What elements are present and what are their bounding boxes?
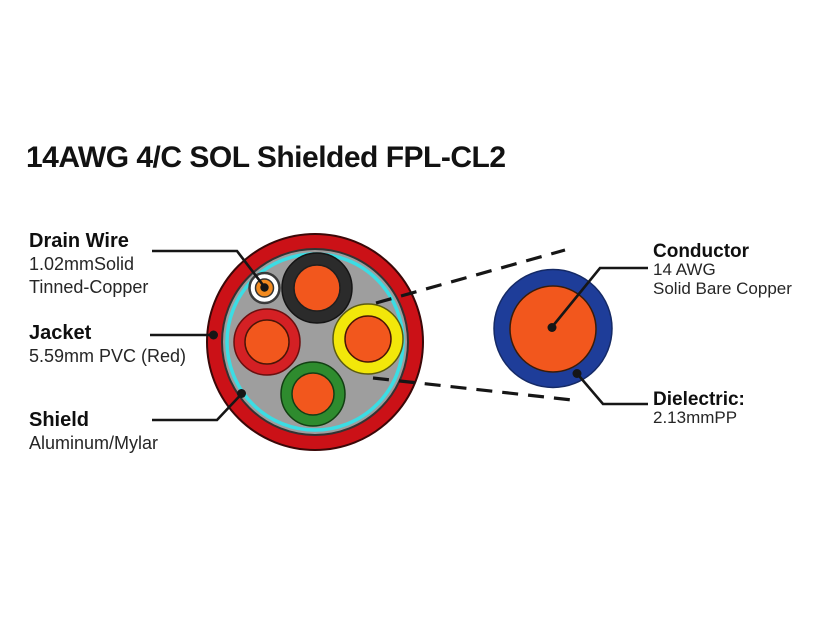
leader-dot-jacket xyxy=(209,330,218,340)
magnification-dashed-lines xyxy=(372,248,573,402)
page-title: 14AWG 4/C SOL Shielded FPL-CL2 xyxy=(26,141,506,174)
leader-drain-wire xyxy=(152,249,266,288)
shield-spec: Aluminum/Mylar xyxy=(29,433,159,453)
callout-shield: Shield Aluminum/Mylar xyxy=(29,409,158,455)
conductor-red xyxy=(233,308,301,376)
cable-cross-section xyxy=(206,233,424,451)
jacket-spec: 5.59mm PVC (Red) xyxy=(29,346,187,366)
callout-drain-wire: Drain Wire 1.02mmSolid Tinned-Copper xyxy=(29,230,148,298)
leader-dot-drain-wire xyxy=(260,283,269,292)
conductor-yellow xyxy=(332,303,404,375)
drain-wire-label: Drain Wire xyxy=(29,230,129,252)
conductor-green xyxy=(280,361,346,427)
conductor-black xyxy=(281,252,353,324)
shield-label: Shield xyxy=(29,409,90,431)
dashed-line-top xyxy=(375,248,566,305)
dashed-line-bottom xyxy=(372,376,573,402)
leader-dot-conductor xyxy=(547,323,557,332)
callout-dielectric: Dielectric: 2.13mmPP xyxy=(653,390,745,428)
callout-jacket: Jacket 5.59mm PVC (Red) xyxy=(29,322,186,368)
leader-dielectric xyxy=(576,372,648,406)
conductor-label: Conductor xyxy=(653,241,750,262)
leader-dot-dielectric xyxy=(572,369,582,378)
callout-conductor: Conductor 14 AWG Solid Bare Copper xyxy=(653,242,792,298)
conductor-spec-material: Solid Bare Copper xyxy=(653,278,792,298)
leader-conductor xyxy=(550,266,648,328)
dielectric-label: Dielectric: xyxy=(653,389,745,410)
leader-lines xyxy=(150,249,648,422)
jacket-label: Jacket xyxy=(29,322,92,344)
drain-wire-spec-size: 1.02mmSolid xyxy=(29,254,135,274)
dielectric-spec: 2.13mmPP xyxy=(653,408,738,427)
leader-shield xyxy=(152,393,243,422)
leader-dot-shield xyxy=(237,389,246,398)
drain-wire-spec-material: Tinned-Copper xyxy=(29,276,149,297)
conductor-spec-gauge: 14 AWG xyxy=(653,260,716,279)
